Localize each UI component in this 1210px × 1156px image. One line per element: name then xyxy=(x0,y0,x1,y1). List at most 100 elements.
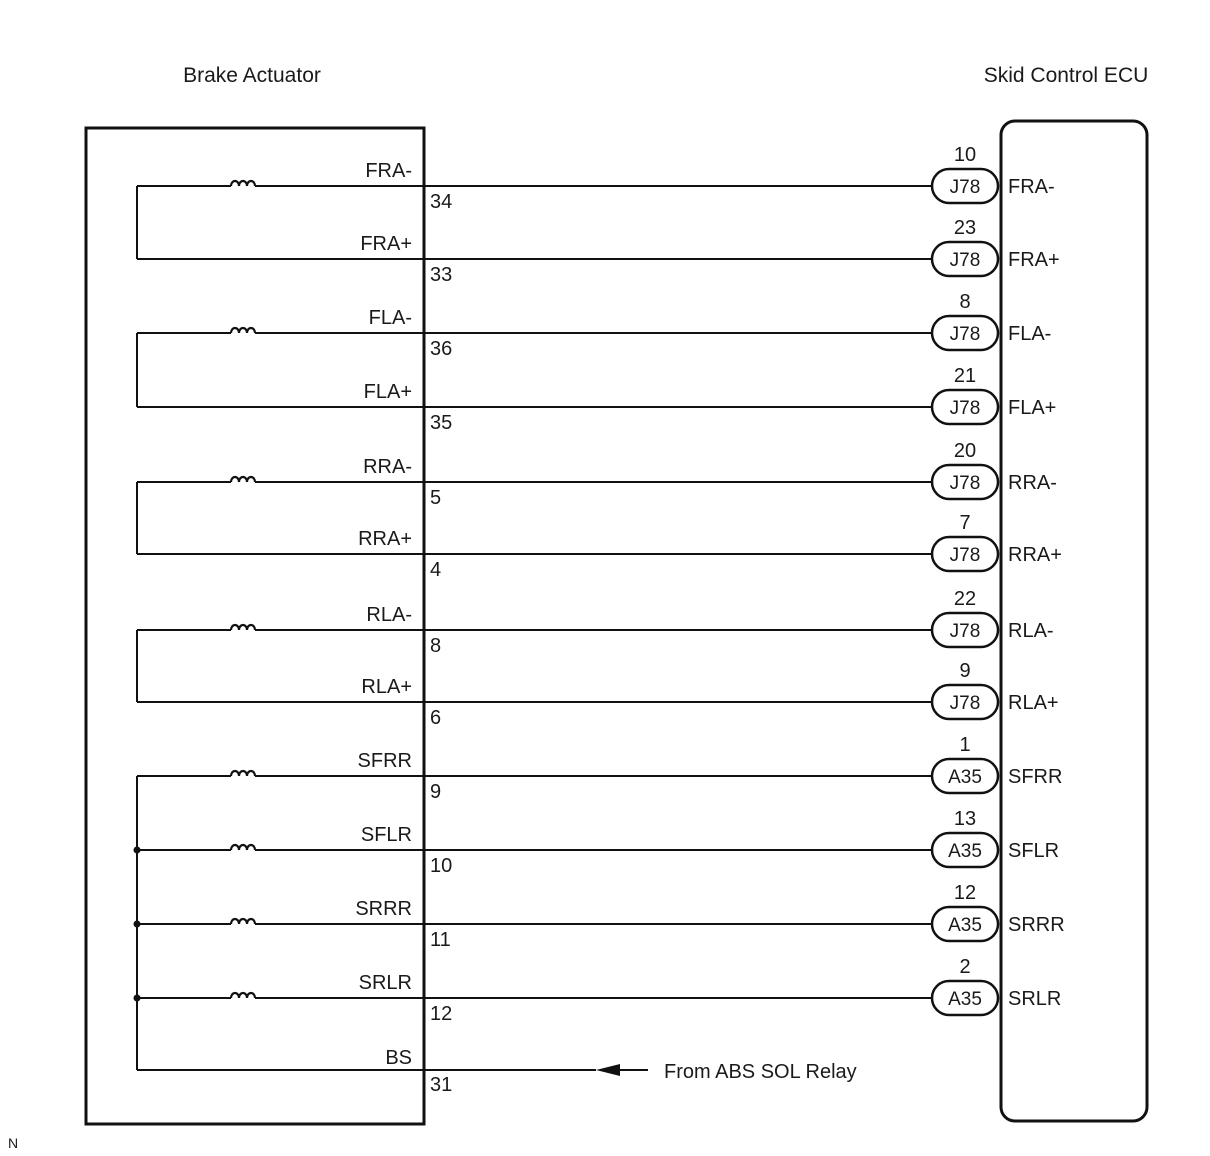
actuator-signal-label: SFLR xyxy=(361,824,412,846)
ecu-signal-label: RRA- xyxy=(1008,472,1057,494)
connector-code: A35 xyxy=(948,915,982,936)
connector-pill xyxy=(930,979,1000,1017)
actuator-pin-number: 9 xyxy=(430,781,441,803)
ecu-pin-number: 8 xyxy=(959,291,970,313)
connector-code: J78 xyxy=(950,250,981,271)
actuator-signal-label: SFRR xyxy=(358,750,412,772)
solenoid-coil-icon xyxy=(229,623,257,631)
ecu-pin-number: 13 xyxy=(954,808,976,830)
ecu-signal-label: FRA- xyxy=(1008,176,1055,198)
ecu-signal-label: RLA+ xyxy=(1008,692,1059,714)
bs-signal-label: BS xyxy=(385,1047,412,1069)
connector-code: J78 xyxy=(950,693,981,714)
actuator-pin-number: 8 xyxy=(430,635,441,657)
connector-code: A35 xyxy=(948,989,982,1010)
solenoid-coil-icon xyxy=(229,917,257,925)
connector-pill xyxy=(930,463,1000,501)
connector-pill xyxy=(930,388,1000,426)
ecu-pin-number: 1 xyxy=(959,734,970,756)
ecu-pin-number: 7 xyxy=(959,512,970,534)
skid-control-ecu-title: Skid Control ECU xyxy=(984,64,1149,87)
skid-control-ecu-box xyxy=(999,119,1149,1123)
bs-line: BS 31 From ABS SOL Relay xyxy=(137,1047,857,1096)
ecu-pin-number: 23 xyxy=(954,217,976,239)
brake-actuator-title: Brake Actuator xyxy=(183,64,321,87)
solenoid-coil-icon xyxy=(229,843,257,851)
connector-pill xyxy=(930,831,1000,869)
solenoid-coil-icon xyxy=(229,179,257,187)
ecu-pin-number: 20 xyxy=(954,440,976,462)
actuator-pin-number: 36 xyxy=(430,338,452,360)
ecu-pin-number: 22 xyxy=(954,588,976,610)
junction-dot xyxy=(133,920,141,928)
actuator-signal-label: FLA- xyxy=(369,307,412,329)
connector-code: J78 xyxy=(950,473,981,494)
connector-pill xyxy=(930,683,1000,721)
solenoid-coil-icon xyxy=(229,475,257,483)
solenoid-coil-icon xyxy=(229,326,257,334)
connector-pill xyxy=(930,535,1000,573)
actuator-pin-number: 10 xyxy=(430,855,452,877)
connector-code: J78 xyxy=(950,398,981,419)
actuator-pin-number: 12 xyxy=(430,1003,452,1025)
connector-code: J78 xyxy=(950,621,981,642)
connector-pill xyxy=(930,757,1000,795)
actuator-pin-number: 34 xyxy=(430,191,452,213)
actuator-signal-label: RLA+ xyxy=(361,676,412,698)
connector-pill xyxy=(930,167,1000,205)
connector-pill xyxy=(930,611,1000,649)
connector-code: J78 xyxy=(950,324,981,345)
actuator-pin-number: 33 xyxy=(430,264,452,286)
ecu-pin-number: 10 xyxy=(954,144,976,166)
actuator-pin-number: 4 xyxy=(430,559,441,581)
corner-mark: N xyxy=(8,1135,18,1151)
connector-code: J78 xyxy=(950,177,981,198)
actuator-signal-label: RRA- xyxy=(363,456,412,478)
actuator-signal-label: SRLR xyxy=(359,972,412,994)
actuator-signal-label: RRA+ xyxy=(358,528,412,550)
connector-pill xyxy=(930,314,1000,352)
ecu-signal-label: RLA- xyxy=(1008,620,1054,642)
connector-code: A35 xyxy=(948,767,982,788)
brake-actuator-box xyxy=(84,126,426,1126)
connector-pill xyxy=(930,905,1000,943)
arrow-left-icon xyxy=(596,1064,620,1076)
connector-code: J78 xyxy=(950,545,981,566)
bs-source-note: From ABS SOL Relay xyxy=(664,1061,857,1083)
ecu-signal-label: FRA+ xyxy=(1008,249,1060,271)
connector-code: A35 xyxy=(948,841,982,862)
solenoid-coil-icon xyxy=(229,991,257,999)
actuator-signal-label: SRRR xyxy=(355,898,412,920)
actuator-pin-number: 6 xyxy=(430,707,441,729)
ecu-signal-label: SRRR xyxy=(1008,914,1065,936)
ecu-signal-label: SFLR xyxy=(1008,840,1059,862)
ecu-signal-label: SRLR xyxy=(1008,988,1061,1010)
ecu-signal-label: RRA+ xyxy=(1008,544,1062,566)
actuator-signal-label: RLA- xyxy=(366,604,412,626)
ecu-pin-number: 2 xyxy=(959,956,970,978)
ecu-signal-label: FLA- xyxy=(1008,323,1051,345)
actuator-signal-label: FRA- xyxy=(365,160,412,182)
connector-pill xyxy=(930,240,1000,278)
junction-dot xyxy=(133,994,141,1002)
actuator-pin-number: 35 xyxy=(430,412,452,434)
junction-dot xyxy=(133,846,141,854)
ecu-signal-label: SFRR xyxy=(1008,766,1062,788)
solenoid-coil-icon xyxy=(229,769,257,777)
wires-layer: FRA-34J7810FRA-FRA+33J7823FRA+FLA-36J788… xyxy=(133,144,1065,1070)
ecu-pin-number: 21 xyxy=(954,365,976,387)
ecu-pin-number: 12 xyxy=(954,882,976,904)
